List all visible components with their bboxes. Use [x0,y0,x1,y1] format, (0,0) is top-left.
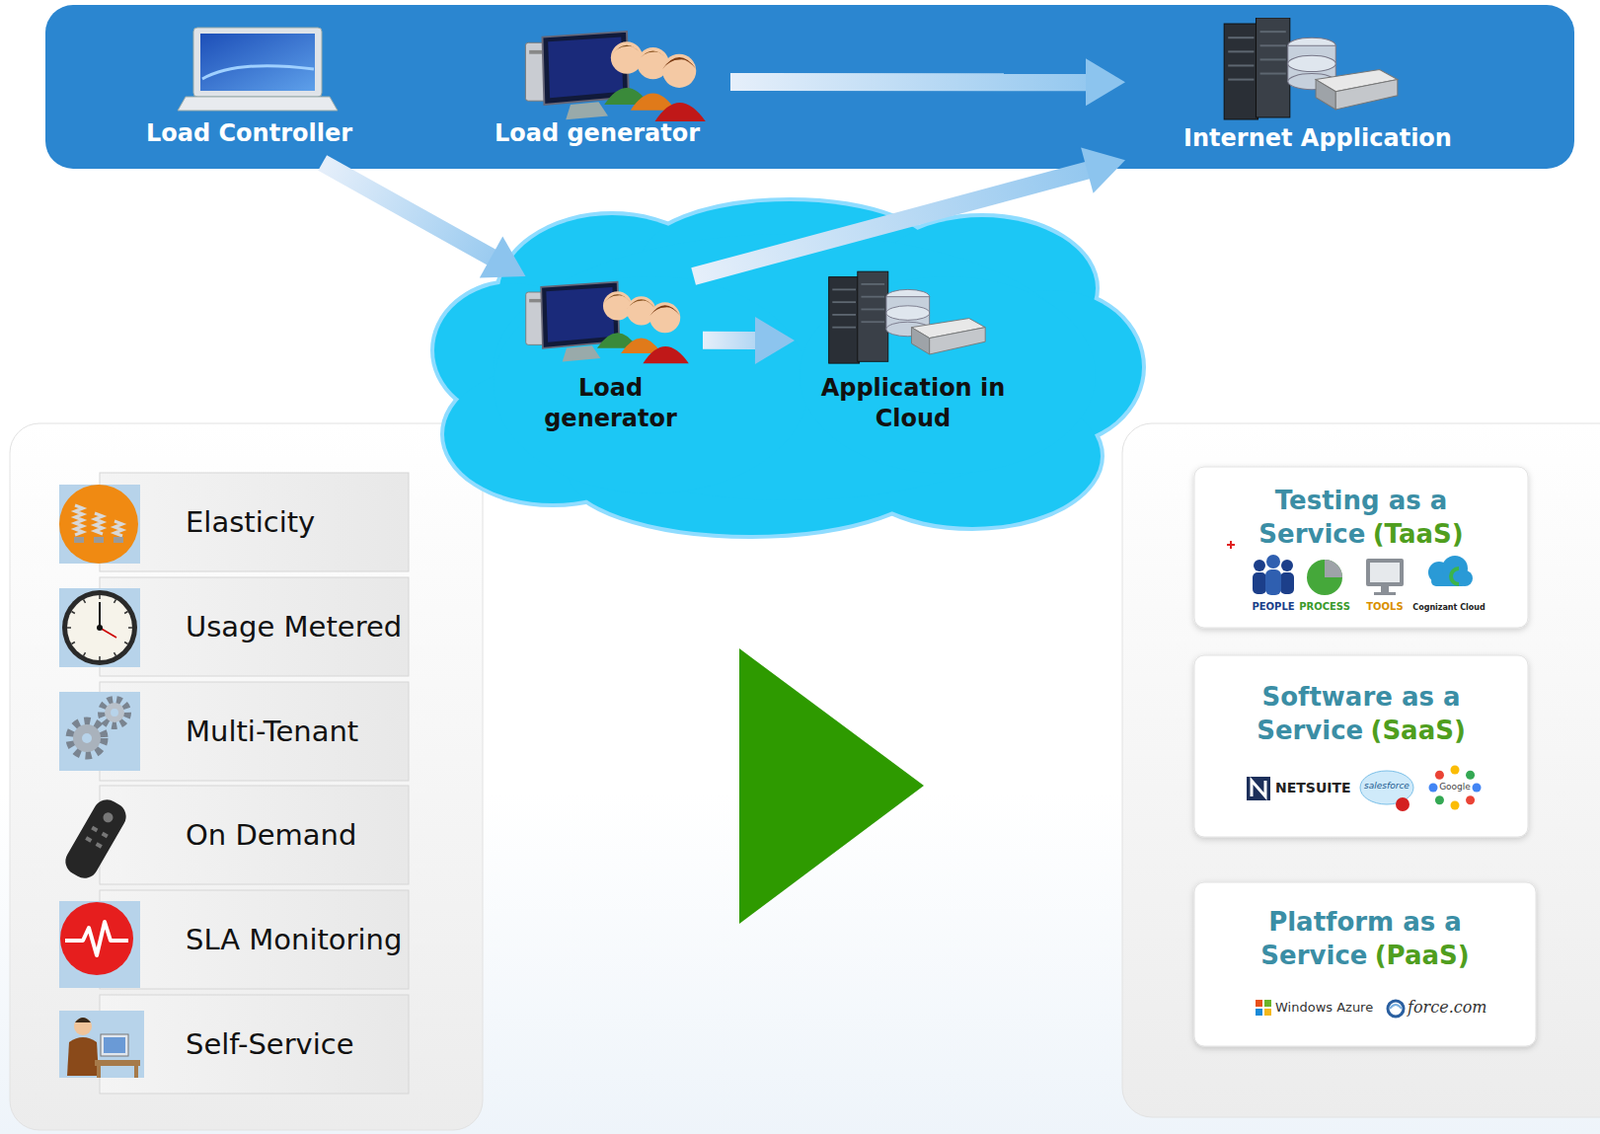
top-band [45,4,1575,169]
node-label: Internet Application [1125,124,1511,153]
feature-item: Self-Service [99,994,409,1094]
node-label: Google [1430,781,1480,792]
left-panel [9,423,483,1131]
remote-icon [60,794,131,884]
node-label: force.com [1407,997,1491,1017]
feature-item: Usage Metered [99,577,409,677]
service-acronym: (SaaS) [1371,715,1466,746]
load-generator-icon [525,31,705,122]
node-label: SLA Monitoring [185,922,407,958]
play-triangle [739,648,924,924]
node-label: Windows Azure [1275,999,1378,1015]
service-title: Platform as a Service(PaaS) [1206,906,1524,974]
paas-logos [1255,999,1404,1017]
right-panel [1122,423,1600,1118]
flow-arrow [702,316,795,365]
node-label: Usage Metered [185,609,407,645]
node-label: PEOPLE [1245,601,1301,612]
service-acronym: (TaaS) [1372,519,1464,549]
service-title: Testing as a Service(TaaS) [1206,484,1517,552]
generator-node: Load generator [463,19,731,158]
service-box: Software as a Service(SaaS) NETSUITEsales… [1194,655,1528,838]
node-label: Multi-Tenant [185,714,407,750]
node-label: Self-Service [185,1027,407,1063]
taas-icons [1252,554,1473,596]
service-title: Software as a Service(SaaS) [1206,681,1517,749]
service-acronym: (PaaS) [1374,940,1470,971]
self-service-icon [67,1017,141,1078]
node-label: salesforce [1360,780,1414,791]
service-box: Platform as a Service(PaaS) Windows Azure… [1194,882,1536,1047]
elasticity-icon [59,484,139,564]
node-label: Application in Cloud [789,373,1037,435]
flow-arrow [322,162,527,278]
node-label: Load generator [463,119,731,149]
sla-pulse-icon [60,902,134,976]
laptop-icon [177,27,338,111]
cloud-icons [526,271,986,364]
saas-logos [1246,765,1482,813]
feature-item: Multi-Tenant [99,682,409,781]
gears-icon [70,699,128,756]
feature-item: On Demand [99,785,409,885]
service-box: Testing as a Service(TaaS) PEOPLEPROCESST… [1194,466,1528,628]
application-node: Internet Application [1125,14,1511,168]
cloud-application-node: Application in Cloud [794,261,1032,455]
node-label: TOOLS [1358,601,1412,612]
feature-item: SLA Monitoring [99,890,409,990]
node-label: PROCESS [1295,601,1355,612]
cloud-generator-node: Load generator [518,276,703,455]
node-label: On Demand [185,818,407,853]
flow-arrow [693,147,1126,277]
controller-node: Load Controller [118,24,381,163]
feature-item: Elasticity [99,472,409,572]
node-label: NETSUITE [1275,779,1357,796]
node-label: Load Controller [118,119,381,149]
stopwatch-icon [62,590,138,666]
node-label: Load generator [518,373,703,435]
node-label: Cognizant Cloud [1403,603,1495,612]
server-icon [1223,17,1398,120]
node-label: Elasticity [185,505,407,540]
flow-arrow [730,58,1126,106]
